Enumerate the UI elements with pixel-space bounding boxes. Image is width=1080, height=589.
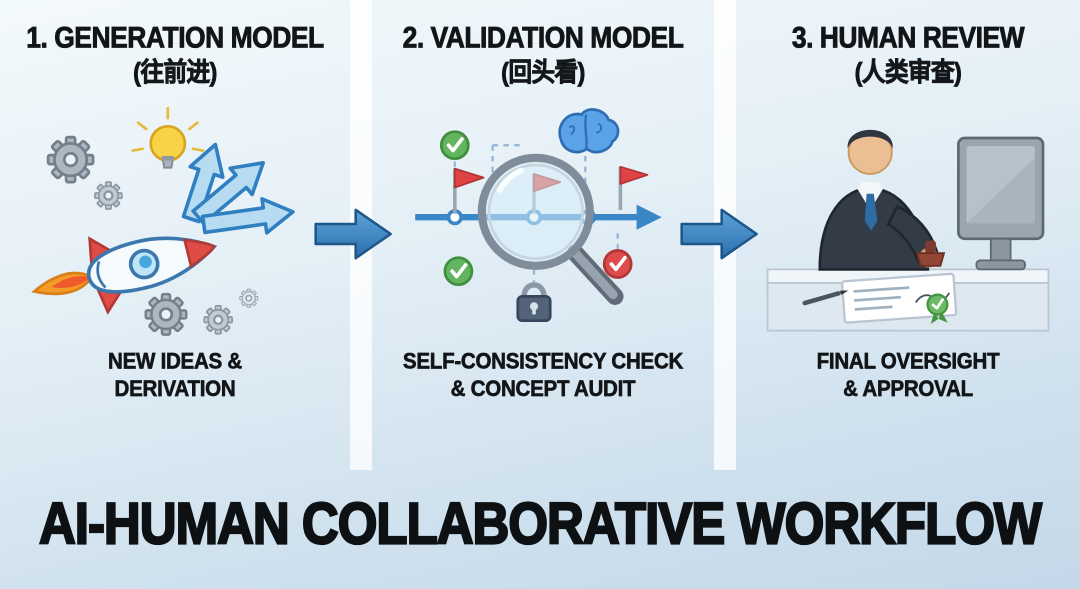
lightbulb-icon (131, 107, 205, 169)
gear-icon (144, 288, 259, 337)
panel-1-heading-text: 1. GENERATION MODEL (26, 21, 325, 54)
panel-3-caption-line1: FINAL OVERSIGHT (816, 349, 1000, 375)
panel-3-heading-text: 3. HUMAN REVIEW (791, 21, 1025, 54)
panel-3-caption: FINAL OVERSIGHT & APPROVAL (743, 349, 1072, 405)
panel-3-heading: 3. HUMAN REVIEW (人类审查) (745, 21, 1070, 89)
pen-icon (802, 290, 849, 306)
panel-3-caption-line2: & APPROVAL (843, 377, 974, 402)
brain-icon (558, 108, 620, 154)
magnifier-illustration (372, 90, 714, 348)
fan-arrows-icon (181, 142, 295, 235)
panel-2-caption: SELF-CONSISTENCY CHECK & CONCEPT AUDIT (379, 349, 706, 405)
panel-3-subheading-cn: (人类审查) (854, 58, 962, 88)
stamp-icon (915, 240, 946, 267)
panel-1-caption: NEW IDEAS & DERIVATION (7, 349, 342, 405)
panel-2-subheading-cn: (回头看) (501, 58, 586, 88)
panel-human-review: 3. HUMAN REVIEW (人类审查) (736, 0, 1080, 470)
panel-2-heading: 2. VALIDATION MODEL (回头看) (381, 21, 704, 89)
human-review-illustration (736, 90, 1080, 348)
flow-arrow-1-icon (314, 203, 394, 270)
person-icon (818, 130, 939, 271)
panel-1-caption-line1: NEW IDEAS & (108, 349, 243, 375)
panel-validation-model: 2. VALIDATION MODEL (回头看) (372, 0, 714, 470)
panel-generation-model: 1. GENERATION MODEL (往前进) (0, 0, 350, 470)
human-review-illustration-svg (766, 130, 1050, 332)
rocket-illustration-svg (31, 107, 295, 337)
gear-icon (46, 135, 123, 211)
lock-icon (516, 282, 552, 323)
panel-1-caption-line2: DERIVATION (114, 377, 236, 402)
flow-arrow-2-icon (680, 203, 760, 270)
seal-icon (926, 293, 949, 325)
panel-2-caption-line2: & CONCEPT AUDIT (450, 377, 636, 402)
panel-1-heading: 1. GENERATION MODEL (往前进) (9, 21, 340, 89)
diagram-title: AI-HUMAN COLLABORATIVE WORKFLOW (38, 490, 1043, 557)
rocket-icon (31, 236, 218, 316)
rocket-illustration (0, 90, 350, 348)
panel-1-subheading-cn: (往前进) (133, 58, 218, 88)
panel-2-heading-text: 2. VALIDATION MODEL (402, 21, 684, 54)
flag-icons (453, 166, 649, 214)
document-icon (841, 272, 958, 325)
check-icons (439, 130, 633, 287)
magnifier-illustration-svg (415, 108, 662, 323)
magnifier-icon (477, 153, 624, 306)
panel-2-caption-line1: SELF-CONSISTENCY CHECK (402, 349, 684, 375)
monitor-icon (957, 136, 1045, 271)
